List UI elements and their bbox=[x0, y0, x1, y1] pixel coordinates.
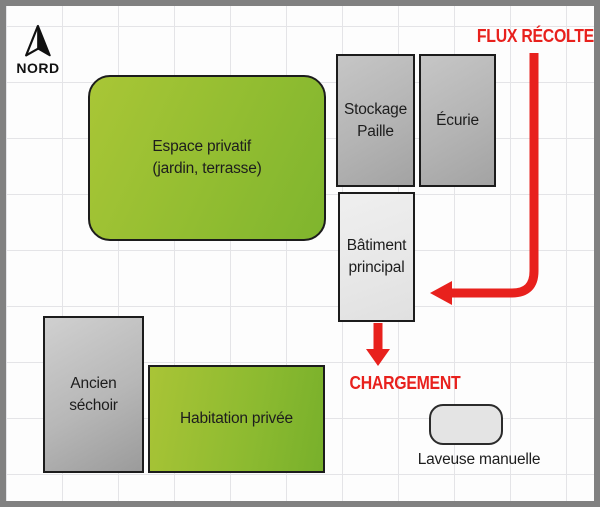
building-stockage-paille: Stockage Paille bbox=[336, 54, 415, 187]
building-ecurie: Écurie bbox=[419, 54, 496, 187]
building-batiment-principal: Bâtiment principal bbox=[338, 192, 415, 322]
laveuse-manuelle-shape bbox=[429, 404, 503, 445]
building-stockage-paille-label: Stockage Paille bbox=[343, 100, 408, 140]
compass-label: NORD bbox=[16, 60, 60, 76]
chargement-arrowhead bbox=[366, 349, 390, 366]
building-espace-privatif-label: Espace privatif (jardin, terrasse) bbox=[152, 138, 262, 177]
building-habitation-privee-label: Habitation privée bbox=[180, 410, 293, 427]
building-batiment-principal-label: Bâtiment principal bbox=[346, 237, 407, 276]
flux-recolte-label: FLUX RÉCOLTE bbox=[476, 26, 594, 46]
laveuse-manuelle-label: Laveuse manuelle bbox=[417, 451, 541, 468]
chargement-label: CHARGEMENT bbox=[349, 373, 461, 393]
building-ancien-sechoir: Ancien séchoir bbox=[43, 316, 144, 473]
building-espace-privatif: Espace privatif (jardin, terrasse) bbox=[88, 75, 326, 241]
building-ancien-sechoir-label: Ancien séchoir bbox=[69, 374, 118, 414]
building-habitation-privee: Habitation privée bbox=[148, 365, 325, 473]
flux-recolte-arrowhead bbox=[430, 281, 452, 305]
north-arrow-icon bbox=[25, 24, 51, 57]
compass: NORD bbox=[14, 24, 62, 76]
building-ecurie-label: Écurie bbox=[436, 111, 479, 129]
